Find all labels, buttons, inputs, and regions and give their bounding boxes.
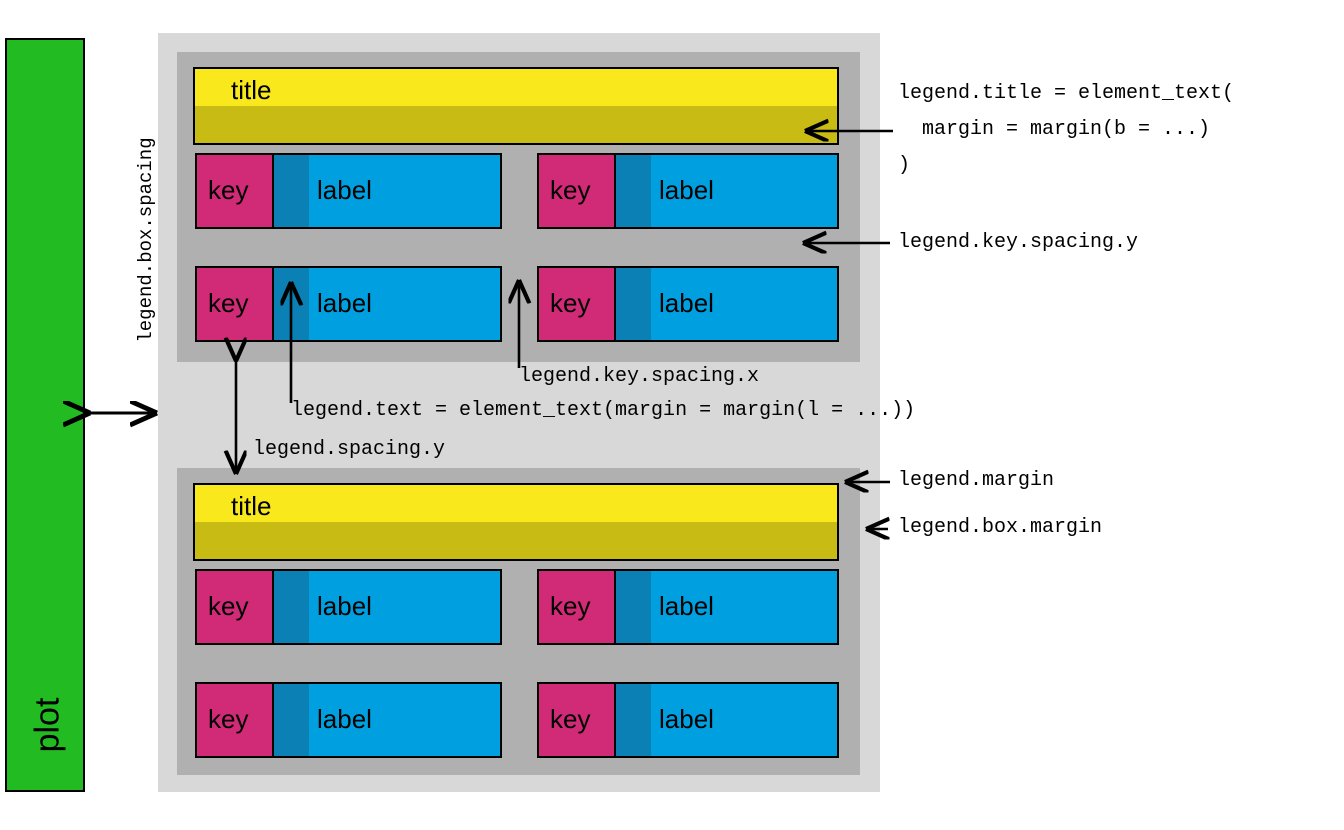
legend-key-item: key label	[195, 569, 502, 645]
legend-key-glyph: key	[197, 155, 274, 227]
legend-key-text: key	[208, 175, 249, 205]
legend-text-margin	[616, 684, 651, 756]
annotation-legend-spacing-y: legend.spacing.y	[253, 438, 446, 461]
legend-key-item: key label	[537, 682, 839, 758]
legend-key-item: key label	[195, 266, 502, 342]
legend-key-glyph: key	[539, 684, 616, 756]
legend-label-text: label	[317, 591, 372, 621]
annotation-legend-title-line2: margin = margin(b = ...)	[898, 118, 1211, 141]
legend-key-item: key label	[537, 153, 839, 229]
legend-label-text: label	[659, 704, 714, 734]
plot-block: plot	[5, 38, 85, 792]
legend-1: title key label key label key label	[193, 67, 839, 347]
legend-text-margin	[616, 571, 651, 643]
legend-key-text: key	[208, 288, 249, 318]
annotation-legend-title-line1: legend.title = element_text(	[898, 82, 1235, 105]
legend-key-glyph: key	[197, 571, 274, 643]
legend-label-text: label	[659, 591, 714, 621]
legend-key-text: key	[550, 288, 591, 318]
legend-title-row-2: title	[193, 483, 839, 561]
legend-key-row-1-2: key label key label	[193, 266, 839, 342]
legend-key-glyph: key	[197, 268, 274, 340]
legend-key-text: key	[550, 175, 591, 205]
legend-key-glyph: key	[539, 571, 616, 643]
legend-key-glyph: key	[539, 268, 616, 340]
legend-text-margin	[616, 268, 651, 340]
legend-label-text: label	[659, 288, 714, 318]
legend-key-text: key	[550, 704, 591, 734]
legend-key-text: key	[208, 591, 249, 621]
legend-text-margin	[274, 571, 309, 643]
legend-key-item: key label	[195, 682, 502, 758]
plot-label: plot	[7, 40, 87, 794]
legend-text-margin	[616, 155, 651, 227]
annotation-legend-box-margin: legend.box.margin	[898, 516, 1103, 539]
annotation-legend-title-line3: )	[898, 154, 911, 177]
legend-key-glyph: key	[539, 155, 616, 227]
annotation-legend-text: legend.text = element_text(margin = marg…	[291, 399, 916, 422]
legend-key-row-2-2: key label key label	[193, 682, 839, 758]
legend-title-text-2: title	[231, 491, 272, 521]
legend-label-text: label	[317, 704, 372, 734]
legend-key-row-2-1: key label key label	[193, 569, 839, 645]
legend-text-margin	[274, 684, 309, 756]
legend-key-glyph: key	[197, 684, 274, 756]
legend-text-margin	[274, 155, 309, 227]
legend-title-text-1: title	[231, 75, 272, 105]
annotation-legend-box-spacing: legend.box.spacing	[135, 137, 157, 343]
annotation-legend-margin: legend.margin	[898, 469, 1055, 492]
legend-key-item: key label	[537, 569, 839, 645]
legend-title-fill-1	[195, 69, 837, 106]
legend-label-text: label	[659, 175, 714, 205]
annotation-legend-key-spacing-x: legend.key.spacing.x	[519, 365, 760, 388]
legend-key-text: key	[208, 704, 249, 734]
legend-2: title key label key label key label	[193, 483, 839, 760]
legend-key-item: key label	[537, 266, 839, 342]
legend-key-row-1-1: key label key label	[193, 153, 839, 229]
legend-key-text: key	[550, 591, 591, 621]
legend-label-text: label	[317, 175, 372, 205]
legend-label-text: label	[317, 288, 372, 318]
legend-text-margin	[274, 268, 309, 340]
legend-title-row-1: title	[193, 67, 839, 145]
legend-title-fill-2	[195, 485, 837, 522]
plot-label-text: plot	[27, 697, 66, 753]
annotation-legend-key-spacing-y: legend.key.spacing.y	[898, 231, 1139, 254]
legend-key-item: key label	[195, 153, 502, 229]
